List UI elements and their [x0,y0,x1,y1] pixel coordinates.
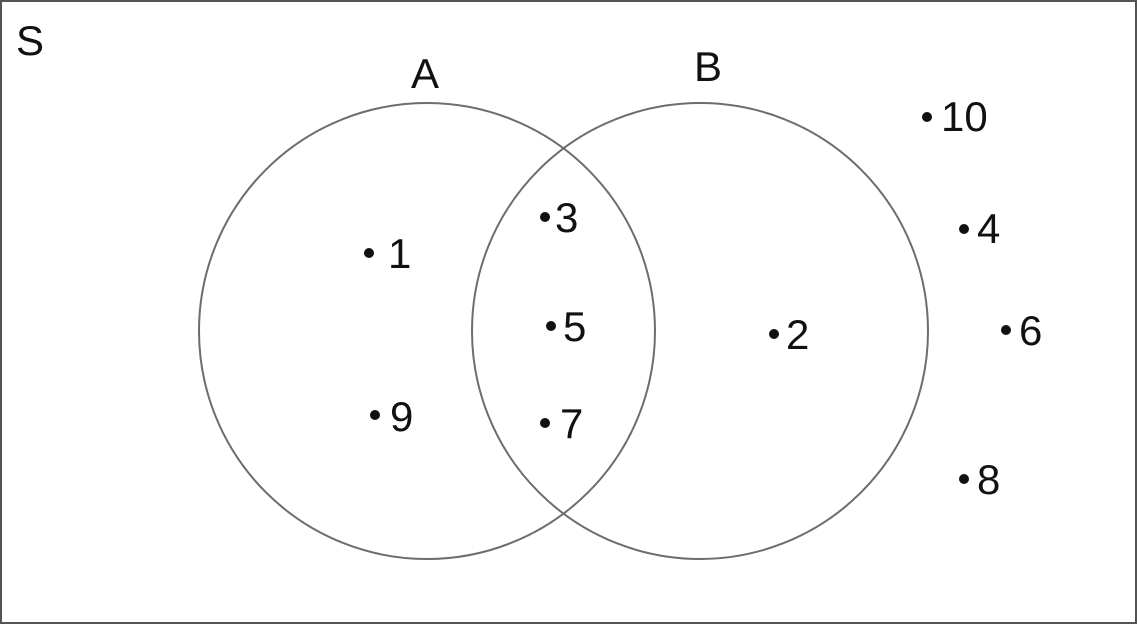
element-10: 10 [922,93,988,140]
element-dot [959,474,969,484]
universal-set-label: S [16,17,44,64]
element-dot [370,410,380,420]
element-dot [364,248,374,258]
set-b-label: B [694,43,722,90]
element-dot [1001,325,1011,335]
element-label: 6 [1019,307,1042,354]
element-label: 9 [390,393,413,440]
element-2: 2 [769,311,809,358]
element-label: 2 [786,311,809,358]
set-a-label: A [411,50,439,97]
element-label: 10 [941,93,988,140]
element-dot [922,112,932,122]
element-dot [769,329,779,339]
element-8: 8 [959,456,1000,503]
element-7: 7 [540,400,583,447]
element-label: 8 [977,456,1000,503]
element-1: 1 [364,230,411,277]
element-label: 5 [563,303,586,350]
element-dot [959,224,969,234]
element-dot [540,212,550,222]
element-3: 3 [540,194,578,241]
element-label: 7 [560,400,583,447]
element-label: 3 [555,194,578,241]
element-label: 4 [977,205,1000,252]
element-dot [540,418,550,428]
set-b-circle [471,102,929,560]
element-label: 1 [388,230,411,277]
element-6: 6 [1001,307,1042,354]
element-5: 5 [546,303,586,350]
element-9: 9 [370,393,413,440]
element-4: 4 [959,205,1000,252]
element-dot [546,321,556,331]
set-a-circle [198,102,656,560]
